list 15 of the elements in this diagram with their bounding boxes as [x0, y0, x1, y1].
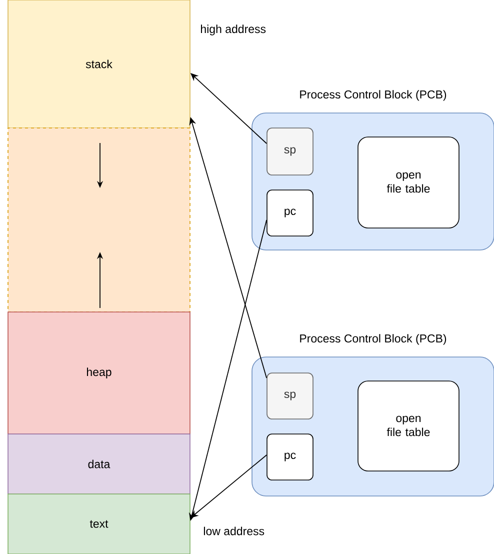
memory-segment: data [8, 434, 190, 494]
register-box: sp [266, 372, 314, 420]
address-label: low address [204, 526, 264, 536]
node-label: Process Control Block (PCB) [300, 90, 446, 101]
node-label: Process Control Block (PCB) [300, 334, 446, 345]
memory-segment: text [8, 494, 190, 554]
memory-segment: stack [8, 0, 190, 128]
memory-segment: heap [8, 312, 190, 434]
address-label: high address [201, 24, 266, 36]
memory-segment [8, 128, 190, 312]
register-box: pc [266, 190, 314, 236]
register-box: sp [266, 128, 314, 176]
table-box: open file table [358, 380, 460, 472]
register-box: pc [266, 434, 314, 480]
table-box: open file table [358, 136, 460, 228]
